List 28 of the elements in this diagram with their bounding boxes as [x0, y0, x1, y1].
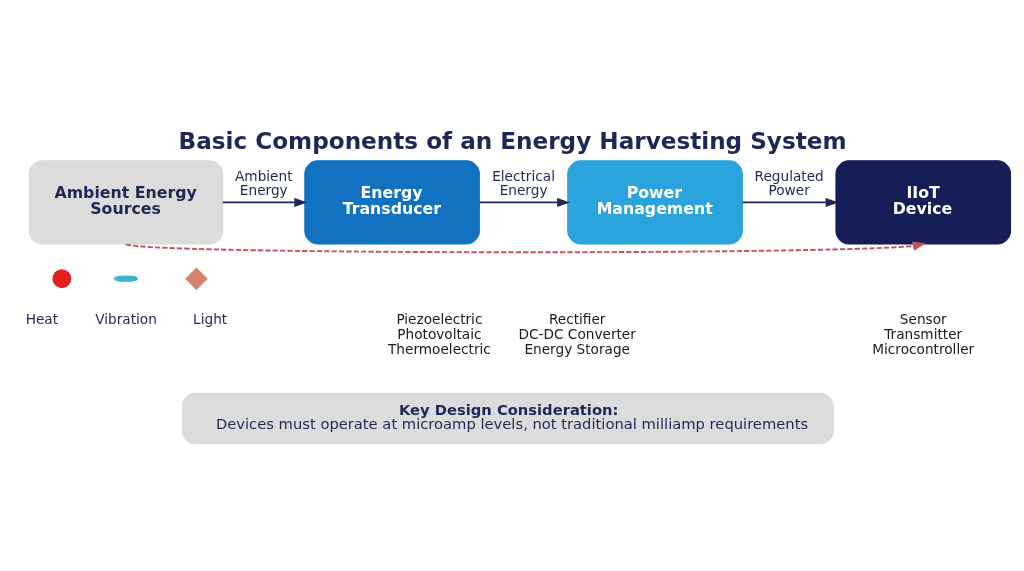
- edge-label: Regulated Power: [754, 167, 824, 199]
- arrow: [741, 197, 839, 207]
- node-box: Key Design Consideration: Devices must operate at microamp levels, not traditional milliamp requirements: [181, 392, 834, 445]
- node-label: Sensor: [899, 311, 947, 328]
- node-box: Energy Transducer: [304, 160, 480, 245]
- diagram-title: Basic Components of an Energy Harvesting System: [178, 127, 847, 154]
- node-label: Energy Storage: [524, 340, 631, 357]
- node-label: Rectifier: [548, 311, 606, 328]
- node-diamond: [185, 267, 208, 290]
- node-label: Microcontroller: [872, 340, 975, 357]
- node-label: DC-DC Converter: [518, 326, 636, 343]
- node-box: Power Management: [567, 160, 743, 245]
- node-label: Photovoltaic: [397, 326, 482, 343]
- node-box: Ambient Energy Sources: [28, 160, 224, 245]
- arrow: [125, 241, 927, 254]
- node-label: Heat: [25, 311, 59, 328]
- arrow: [221, 197, 308, 207]
- node-label: Transmitter: [884, 326, 963, 343]
- node-box: IIoT Device: [835, 160, 1012, 245]
- node-circle: [52, 269, 72, 289]
- node-wave: [113, 275, 139, 282]
- node-label: Vibration: [95, 311, 157, 328]
- edge-label: Ambient Energy: [235, 167, 293, 199]
- node-label: Light: [193, 311, 228, 328]
- edge-label: Electrical Energy: [492, 167, 555, 199]
- node-label: Piezoelectric: [396, 311, 483, 328]
- node-label: Thermoelectric: [388, 340, 491, 357]
- arrow: [478, 197, 570, 207]
